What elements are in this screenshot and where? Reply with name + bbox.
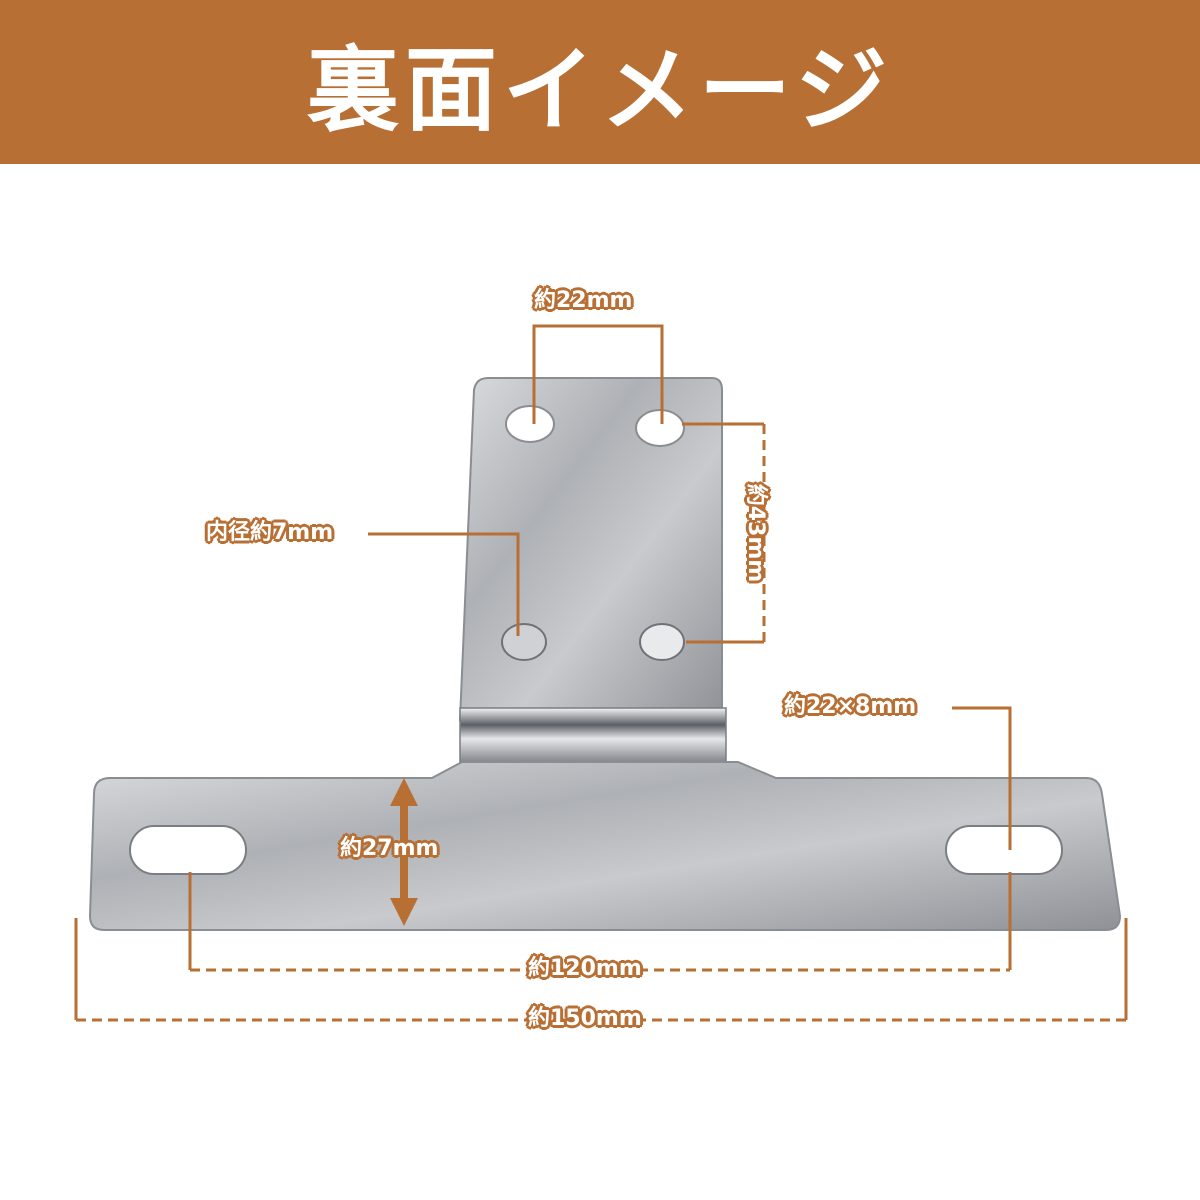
mounting-hole	[639, 623, 685, 661]
title-banner: 裏面イメージ	[0, 0, 1200, 164]
label-slot-spacing: 約120mm	[528, 956, 642, 981]
bracket-base-plate	[88, 761, 1122, 931]
label-base-height: 約27mm	[340, 836, 439, 861]
label-slot-size: 約22×8mm	[784, 694, 917, 719]
page-title: 裏面イメージ	[306, 36, 894, 144]
label-hole-spacing: 約22mm	[534, 288, 633, 313]
label-total-width: 約150mm	[528, 1006, 642, 1031]
bracket-bend	[459, 707, 727, 765]
label-inner-diameter: 内径約7mm	[206, 520, 334, 545]
slot-right	[945, 825, 1063, 875]
mounting-hole	[635, 409, 685, 447]
mounting-hole	[501, 623, 547, 661]
slot-left	[129, 825, 247, 875]
dim-line-slot-size	[952, 706, 1012, 850]
label-hole-vertical: 約43mm	[743, 483, 769, 583]
dim-line-hole-spacing	[532, 324, 664, 424]
double-arrow-icon	[390, 778, 418, 926]
mounting-hole	[505, 405, 555, 443]
dim-line-inner-diameter	[368, 532, 520, 636]
